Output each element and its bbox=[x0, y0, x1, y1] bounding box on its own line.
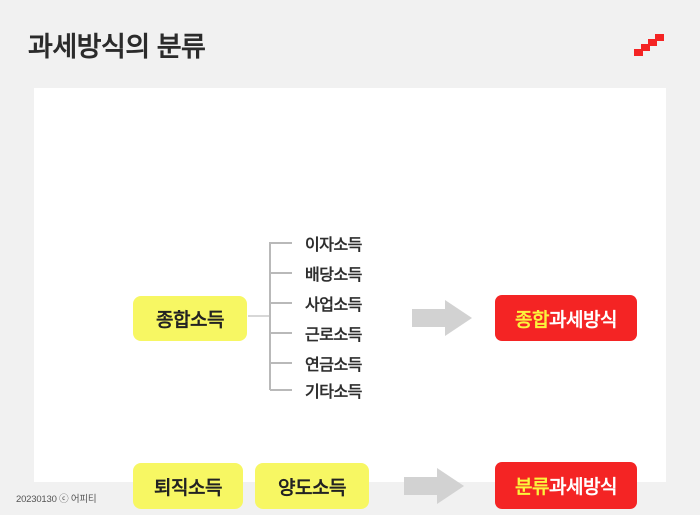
income-types-bracket: 이자소득 배당소득 사업소득 근로소득 연금소득 기타소득 bbox=[248, 228, 383, 403]
box-classified-taxation-rest: 과세방식 bbox=[549, 477, 617, 498]
box-comprehensive-income: 종합소득 bbox=[133, 296, 247, 341]
footer-credit: 20230130 ⓒ 어피티 bbox=[16, 494, 97, 505]
bracket-spine bbox=[269, 242, 271, 390]
page-title: 과세방식의 분류 bbox=[28, 32, 206, 62]
bracket-branch bbox=[270, 332, 292, 334]
red-staircase-logo-icon bbox=[634, 34, 664, 56]
right-block-arrow-icon bbox=[412, 300, 472, 336]
right-block-arrow-icon bbox=[404, 468, 464, 504]
box-transfer-income: 양도소득 bbox=[255, 463, 369, 509]
bracket-stem bbox=[248, 315, 270, 317]
box-comprehensive-taxation-highlight: 종합 bbox=[515, 309, 550, 331]
income-type-label: 배당소득 bbox=[305, 267, 362, 284]
income-type-label: 연금소득 bbox=[305, 357, 362, 374]
bracket-branch bbox=[270, 242, 292, 244]
box-classified-taxation-highlight: 분류 bbox=[515, 477, 550, 498]
bracket-branch bbox=[270, 389, 292, 391]
bracket-branch bbox=[270, 272, 292, 274]
bracket-branch bbox=[270, 362, 292, 364]
bracket-branch bbox=[270, 302, 292, 304]
box-comprehensive-taxation-rest: 과세방식 bbox=[549, 309, 617, 331]
income-type-label: 사업소득 bbox=[305, 297, 362, 314]
income-type-label: 근로소득 bbox=[305, 327, 362, 344]
income-type-label: 기타소득 bbox=[305, 384, 362, 401]
income-type-label: 이자소득 bbox=[305, 237, 362, 254]
box-retirement-income: 퇴직소득 bbox=[133, 463, 243, 509]
